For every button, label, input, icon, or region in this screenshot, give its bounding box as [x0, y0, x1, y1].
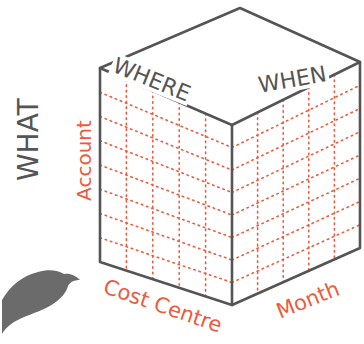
grid-line — [100, 141, 232, 193]
bird-silhouette — [2, 270, 80, 334]
grid-line — [100, 165, 232, 215]
cube-outline — [100, 8, 360, 305]
grid-line — [205, 114, 207, 297]
axis-label: Account — [73, 118, 94, 203]
axis-title: WHAT — [13, 97, 42, 184]
grid-line — [232, 225, 360, 283]
face-label: WHERE — [108, 53, 196, 106]
grid-line — [100, 238, 232, 283]
grid-line — [232, 132, 360, 193]
grid-line — [232, 202, 360, 261]
grid-line — [334, 75, 336, 260]
grid-line — [232, 109, 360, 171]
grid-line — [100, 189, 232, 237]
grid-line — [100, 117, 232, 171]
grid-line — [100, 92, 232, 147]
face-label: WHEN — [254, 62, 330, 97]
grid-line — [232, 178, 360, 237]
grid-line — [232, 155, 360, 215]
dotted-grid — [100, 75, 360, 297]
axis-label: Cost Centre — [99, 275, 227, 337]
grid-line — [100, 214, 232, 261]
